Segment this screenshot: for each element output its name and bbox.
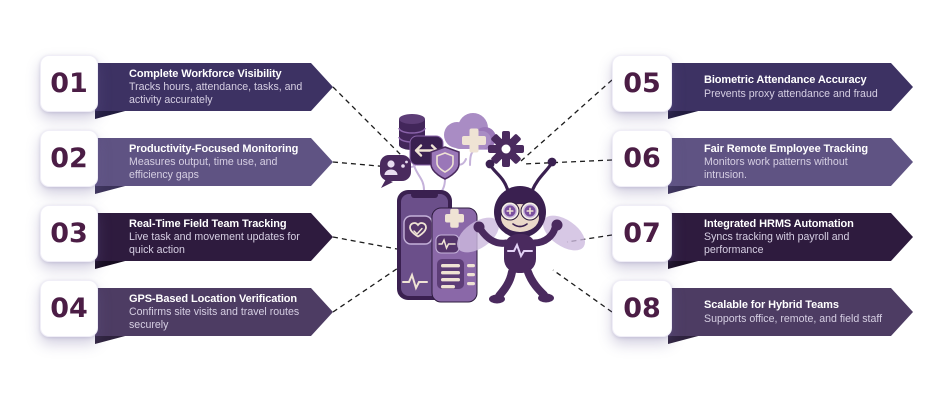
feature-number-box: 01 — [40, 55, 98, 112]
cloud-health-icon — [444, 113, 496, 153]
feature-title: Integrated HRMS Automation — [704, 217, 854, 230]
feature-number-box: 04 — [40, 280, 98, 337]
feature-banner: Integrated HRMS Automation Syncs trackin… — [668, 213, 913, 261]
health-panel — [431, 207, 478, 303]
feature-item-04: GPS-Based Location Verification Confirms… — [40, 280, 340, 350]
feature-description: Monitors work patterns without intrusion… — [704, 156, 848, 182]
banner-fold — [95, 110, 129, 119]
feature-description: Measures output, time use, and efficienc… — [129, 156, 278, 182]
mascot-legs — [489, 268, 554, 304]
chat-user-icon — [380, 155, 411, 188]
feature-title: Fair Remote Employee Tracking — [704, 142, 868, 155]
mascot-chest-pulse — [507, 242, 533, 259]
feature-number-box: 06 — [612, 130, 672, 187]
feature-item-06: Fair Remote Employee Tracking Monitors w… — [612, 130, 912, 200]
feature-item-03: Real-Time Field Team Tracking Live task … — [40, 205, 340, 275]
feature-banner: Biometric Attendance Accuracy Prevents p… — [668, 63, 913, 111]
feature-title: Complete Workforce Visibility — [129, 67, 282, 80]
feature-banner: Complete Workforce Visibility Tracks hou… — [95, 63, 333, 111]
feature-item-01: Complete Workforce Visibility Tracks hou… — [40, 55, 340, 125]
feature-number-box: 05 — [612, 55, 672, 112]
pulse-icon — [402, 272, 428, 291]
feature-description: Syncs tracking with payroll and performa… — [704, 231, 850, 257]
feature-description: Prevents proxy attendance and fraud — [704, 87, 878, 100]
banner-fold — [95, 335, 129, 344]
feature-banner: Scalable for Hybrid Teams Supports offic… — [668, 288, 913, 336]
mascot-illustration — [380, 113, 586, 304]
feature-banner: Fair Remote Employee Tracking Monitors w… — [668, 138, 913, 186]
heart-icon — [403, 215, 433, 245]
feature-banner: Productivity-Focused Monitoring Measures… — [95, 138, 333, 186]
feature-item-05: Biometric Attendance Accuracy Prevents p… — [612, 55, 912, 125]
feature-item-08: Scalable for Hybrid Teams Supports offic… — [612, 280, 912, 350]
feature-title: Biometric Attendance Accuracy — [704, 74, 867, 87]
mini-pulse-icon — [435, 234, 460, 254]
mascot-arms — [473, 219, 563, 247]
feature-banner: GPS-Based Location Verification Confirms… — [95, 288, 333, 336]
mascot-antennae — [485, 157, 557, 193]
feature-number-box: 08 — [612, 280, 672, 337]
banner-fold — [668, 110, 702, 119]
bee-mascot — [456, 157, 586, 304]
banner-fold — [668, 185, 702, 194]
feature-title: Productivity-Focused Monitoring — [129, 142, 299, 155]
banner-fold — [95, 260, 129, 269]
banner-fold — [668, 335, 702, 344]
feature-description: Tracks hours, attendance, tasks, and act… — [129, 81, 303, 107]
shield-icon — [430, 146, 460, 180]
feature-number-box: 07 — [612, 205, 672, 262]
feature-number-box: 02 — [40, 130, 98, 187]
feature-item-07: Integrated HRMS Automation Syncs trackin… — [612, 205, 912, 275]
feature-title: Real-Time Field Team Tracking — [129, 217, 287, 230]
feature-number-box: 03 — [40, 205, 98, 262]
gear-icon — [488, 131, 524, 167]
feature-description: Confirms site visits and travel routes s… — [129, 306, 300, 332]
feature-item-02: Productivity-Focused Monitoring Measures… — [40, 130, 340, 200]
mascot-left-wing — [456, 217, 500, 253]
feature-description: Supports office, remote, and field staff — [704, 312, 883, 325]
banner-fold — [668, 260, 702, 269]
feature-description: Live task and movement updates for quick… — [129, 231, 300, 257]
mascot-smile — [512, 223, 528, 228]
feature-title: Scalable for Hybrid Teams — [704, 299, 839, 312]
feature-title: GPS-Based Location Verification — [129, 292, 298, 305]
banner-fold — [95, 185, 129, 194]
mascot-eyes — [500, 201, 540, 221]
feature-banner: Real-Time Field Team Tracking Live task … — [95, 213, 333, 261]
list-icon — [437, 259, 475, 289]
